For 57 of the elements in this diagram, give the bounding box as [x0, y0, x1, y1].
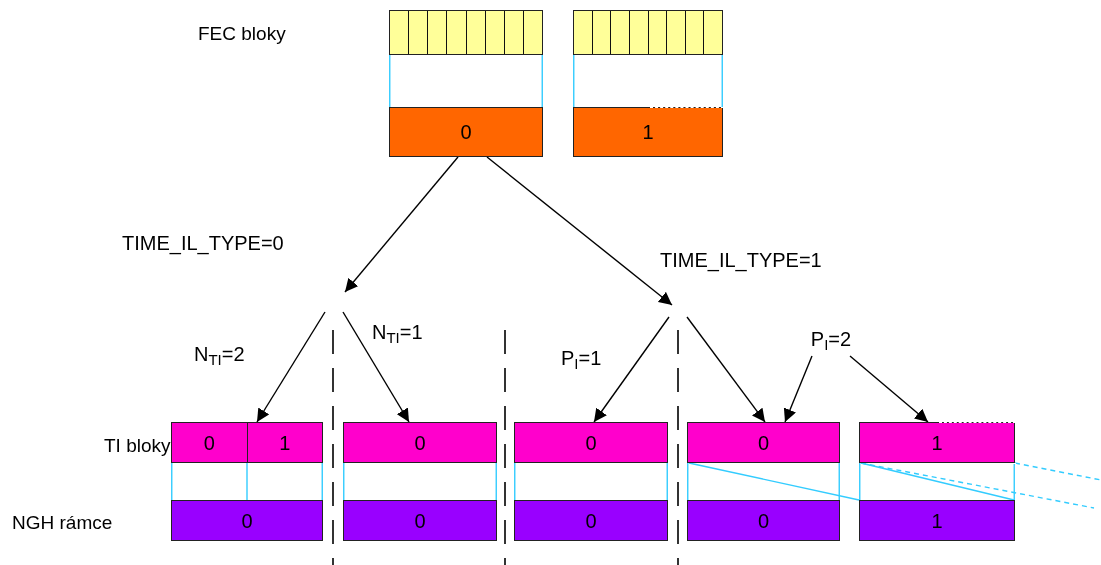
row-label: TI bloky: [104, 434, 171, 458]
arrow: [783, 355, 813, 423]
parameter-label: P$_{I}$=2: [810, 327, 852, 354]
connector-line: [171, 462, 173, 501]
row-label: NGH rámce: [12, 511, 113, 535]
connector-line: [495, 462, 497, 501]
connector-line: [573, 54, 575, 108]
arrow: [486, 156, 673, 306]
fec-cells-bar: [573, 10, 723, 55]
connector-line: [687, 462, 689, 501]
block-number: 0: [414, 508, 426, 534]
connector-line: [541, 54, 543, 108]
block-number: 0: [414, 430, 426, 456]
block-number: 0: [585, 430, 597, 456]
fec-block: [389, 107, 543, 157]
ti-block: [343, 422, 497, 463]
block-number: 0: [757, 430, 770, 456]
ngh-frame: [687, 500, 840, 541]
block-number: 1: [279, 430, 291, 456]
connector-line: [514, 462, 516, 501]
block-number: 0: [460, 120, 472, 145]
block-number: 0: [757, 508, 770, 534]
arrow: [686, 316, 766, 423]
fec-block: [573, 107, 723, 157]
block-number: 0: [203, 430, 215, 456]
connector-line: [666, 462, 668, 501]
connector-line: [321, 462, 323, 501]
block-number: 1: [931, 508, 943, 534]
connector-line: [859, 462, 861, 501]
row-label: FEC bloky: [198, 22, 286, 46]
block-number: 0: [241, 508, 253, 534]
ti-block: [514, 422, 668, 463]
connector-line: [688, 462, 860, 501]
ngh-frame: [171, 500, 323, 541]
connector-line: [838, 462, 840, 501]
arrow: [344, 156, 459, 293]
ti-block: [171, 422, 323, 463]
arrow: [849, 355, 929, 423]
fec-cells-bar: [389, 10, 543, 55]
ti-block: [687, 422, 840, 463]
block-number: 0: [585, 508, 597, 534]
connector-line: [860, 462, 1095, 509]
ngh-frame: [343, 500, 497, 541]
arrow: [256, 311, 326, 423]
ngh-frame: [859, 500, 1015, 541]
connector-line: [246, 462, 248, 501]
connector-line: [721, 54, 723, 108]
connector-line: [389, 54, 391, 108]
connector-line: [343, 462, 345, 501]
connector-line: [1013, 462, 1015, 501]
connector-line: [1014, 462, 1101, 481]
block-number: 1: [642, 120, 654, 145]
block-number: 1: [931, 430, 943, 456]
arrow: [342, 311, 410, 423]
ngh-frame: [514, 500, 668, 541]
arrow: [593, 316, 670, 423]
ti-block: [859, 422, 1015, 463]
